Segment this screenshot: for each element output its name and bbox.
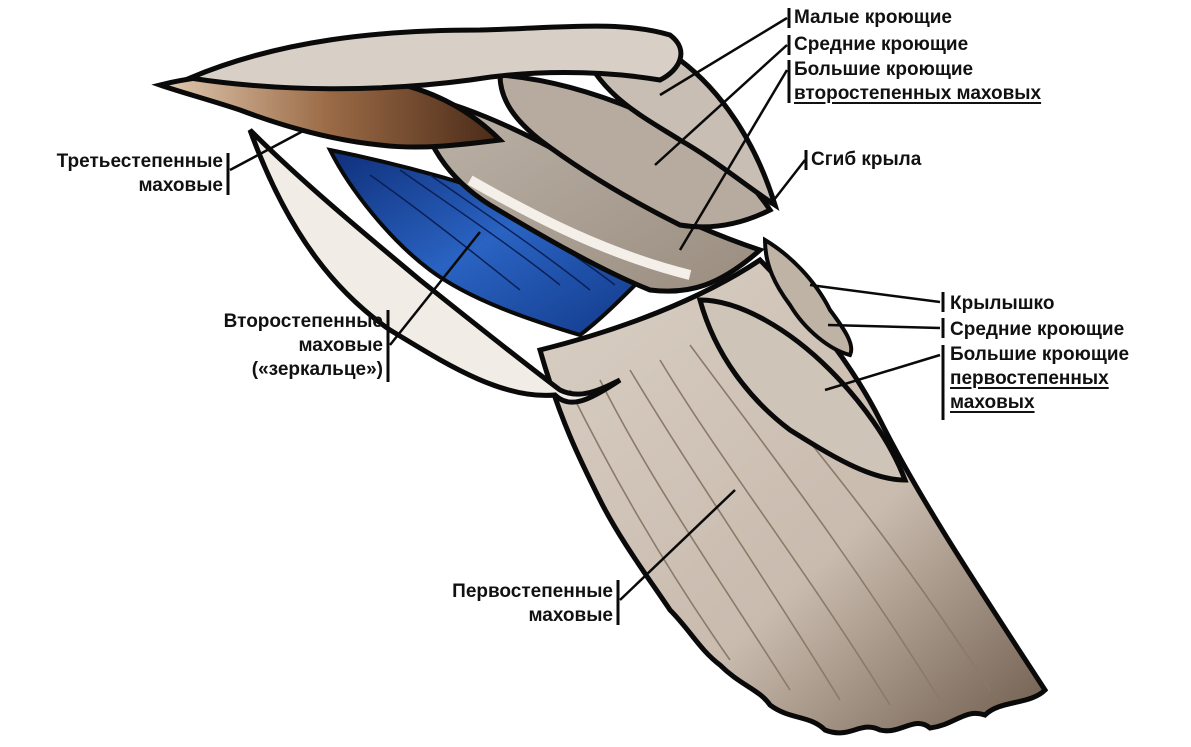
label-alula-text: Крылышко [950,292,1054,316]
label-wrist-text: Сгиб крыла [811,148,921,172]
label-greater-primary-coverts: Большие кроющие первостепенных маховых [950,343,1129,415]
label-primaries-line1: Первостепенные [452,580,613,604]
label-median-coverts-text: Средние кроющие [794,33,968,57]
label-tertials-line2: маховые [57,174,223,198]
label-secondaries-line1: Второстепенные [224,310,383,334]
label-wrist: Сгиб крыла [811,148,921,172]
label-primaries: Первостепенные маховые [452,580,613,628]
label-median-primary-coverts-text: Средние кроющие [950,318,1124,342]
label-lesser-coverts: Малые кроющие [794,6,952,30]
label-secondaries-line2: маховые [224,334,383,358]
label-median-primary-coverts: Средние кроющие [950,318,1124,342]
label-median-coverts: Средние кроющие [794,33,968,57]
label-tertials-line1: Третьестепенные [57,150,223,174]
label-primaries-line2: маховые [452,604,613,628]
label-greater-primary-coverts-line2: первостепенных [950,367,1129,391]
label-greater-secondary-coverts-line1: Большие кроющие [794,58,1041,82]
label-greater-secondary-coverts-line2: второстепенных маховых [794,82,1041,106]
label-lesser-coverts-text: Малые кроющие [794,6,952,30]
label-tertials: Третьестепенные маховые [57,150,223,198]
label-greater-primary-coverts-line3: маховых [950,391,1129,415]
label-secondaries-line3: («зеркальце») [224,358,383,382]
label-greater-secondary-coverts: Большие кроющие второстепенных маховых [794,58,1041,106]
label-alula: Крылышко [950,292,1054,316]
label-secondaries: Второстепенные маховые («зеркальце») [224,310,383,382]
label-greater-primary-coverts-line1: Большие кроющие [950,343,1129,367]
